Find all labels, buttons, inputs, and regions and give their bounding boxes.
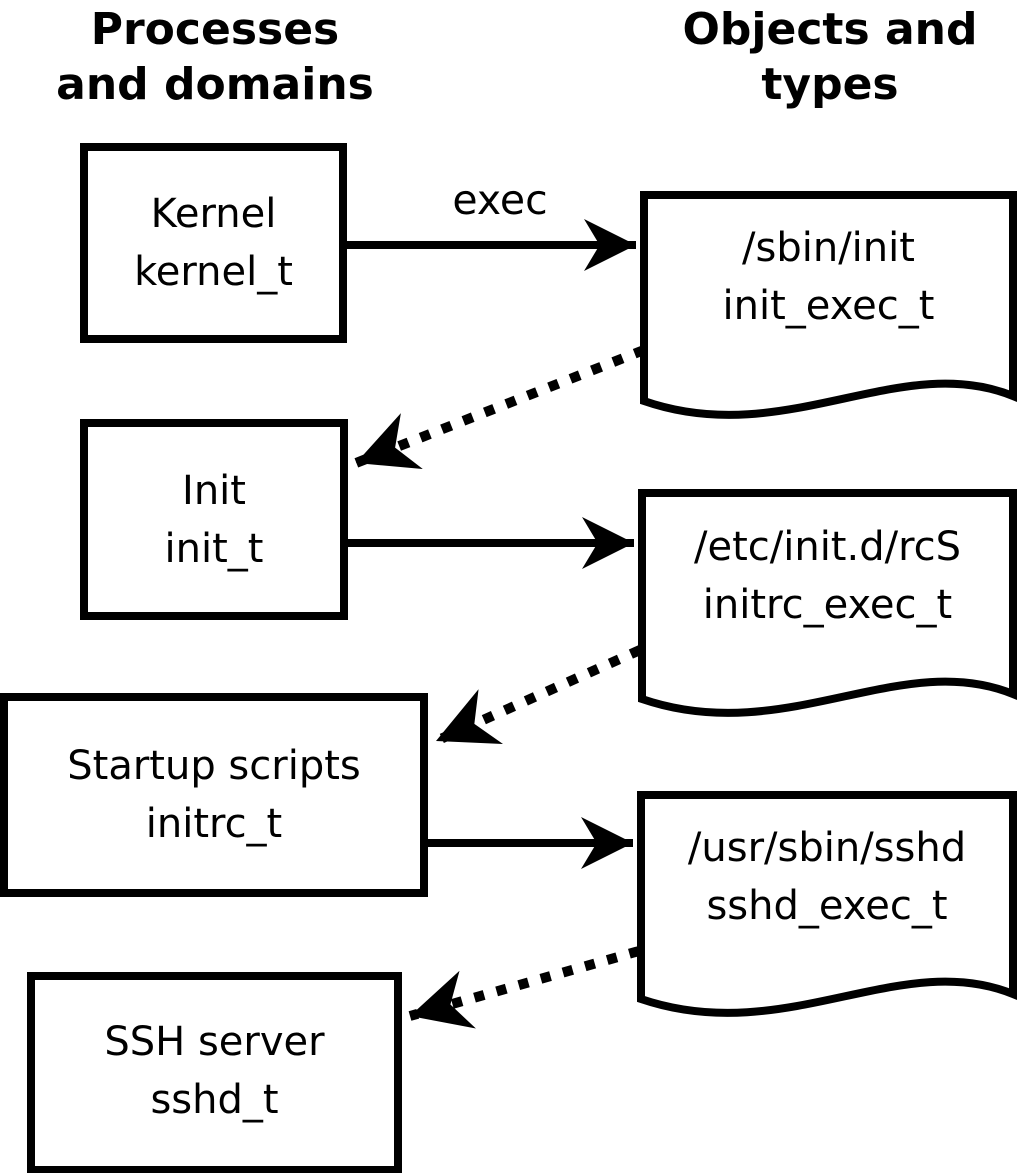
kernel-box-label: Kernel kernel_t (80, 143, 347, 343)
column-header-processes: Processes and domains (30, 2, 400, 114)
usr-sbin-sshd-path: /usr/sbin/sshd (687, 825, 967, 871)
init-name: Init (182, 467, 246, 514)
etc-initd-rcs-document-label: /etc/init.d/rcS initrc_exec_t (638, 489, 1017, 663)
sbin-init-document (640, 191, 1017, 419)
etc-initd-rcs-type: initrc_exec_t (702, 582, 953, 628)
ssh-server-type: sshd_t (150, 1077, 279, 1123)
sbin-init-document-label: /sbin/init init_exec_t (640, 191, 1017, 363)
exec-arrow-label-text: exec (452, 176, 548, 224)
transition-arrow-sbin-init-to-init (354, 345, 646, 470)
startup-scripts-name: Startup scripts (67, 743, 361, 789)
usr-sbin-sshd-type: sshd_exec_t (706, 883, 948, 929)
column-header-objects-line1: Objects and (682, 4, 978, 55)
startup-scripts-box (0, 693, 428, 897)
init-type: init_t (164, 525, 264, 572)
etc-initd-rcs-path: /etc/init.d/rcS (693, 524, 962, 570)
usr-sbin-sshd-document (637, 791, 1017, 1017)
etc-initd-rcs-document (638, 489, 1017, 717)
column-header-objects: Objects and types (640, 2, 1020, 114)
sbin-init-path: /sbin/init (742, 225, 915, 271)
exec-arrow-label: exec (400, 176, 600, 224)
ssh-server-name: SSH server (104, 1019, 325, 1065)
startup-scripts-box-label: Startup scripts initrc_t (0, 693, 428, 897)
transition-arrow-sshd-exec-to-sshd (408, 946, 641, 1029)
ssh-server-box (27, 972, 402, 1173)
sbin-init-type: init_exec_t (722, 283, 935, 329)
ssh-server-box-label: SSH server sshd_t (27, 972, 402, 1170)
kernel-type: kernel_t (134, 249, 293, 295)
startup-scripts-type: initrc_t (145, 801, 283, 847)
init-box-label: Init init_t (80, 419, 348, 620)
column-header-objects-line2: types (761, 59, 899, 110)
transition-arrow-rcs-to-initrc (433, 645, 643, 746)
kernel-box (80, 143, 347, 343)
column-header-processes-line2: and domains (56, 59, 374, 110)
init-box (80, 419, 348, 620)
column-header-processes-line1: Processes (90, 4, 340, 55)
kernel-name: Kernel (150, 191, 277, 237)
usr-sbin-sshd-document-label: /usr/sbin/sshd sshd_exec_t (637, 791, 1017, 963)
